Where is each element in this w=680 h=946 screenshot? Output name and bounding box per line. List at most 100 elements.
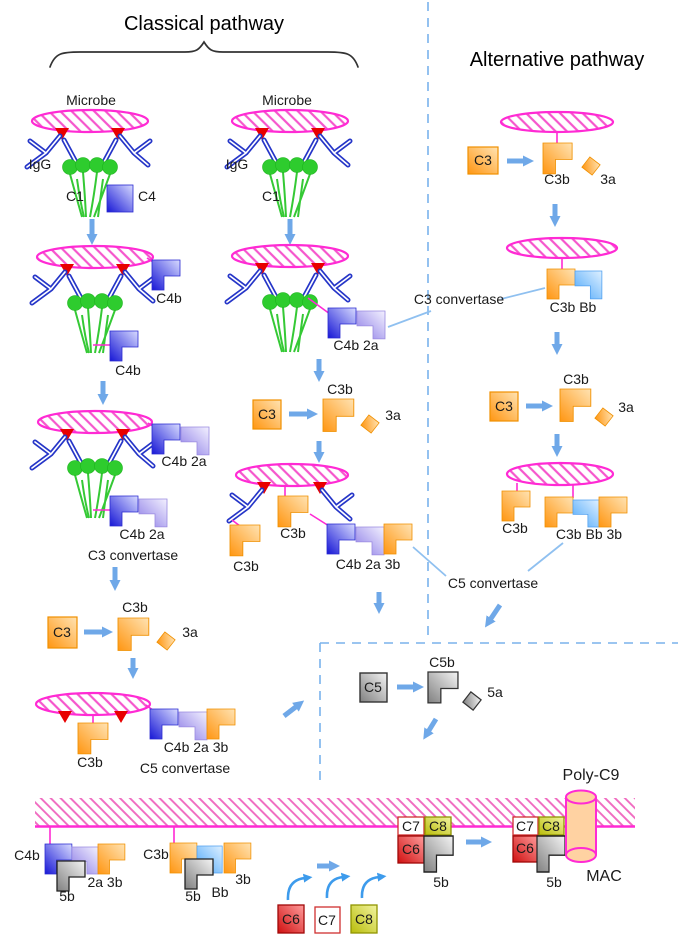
c7-label: C7 (516, 818, 534, 834)
alternative-pathway-title: Alternative pathway (470, 49, 645, 71)
c3-box-label: C3 (495, 398, 513, 414)
poly-c9-cylinder (565, 789, 597, 863)
pointer-line (527, 542, 564, 572)
c4-label: C4 (138, 188, 156, 204)
c3-box-label: C3 (474, 152, 492, 168)
c4b-flag (151, 423, 181, 455)
classical-left-stage2: C4b C4b (32, 244, 182, 405)
igg-c1-complex (227, 263, 350, 352)
c2a-flag (355, 526, 385, 556)
c3b-label: C3b (143, 846, 169, 862)
c6-label: C6 (402, 841, 420, 857)
c2a-flag (138, 498, 168, 528)
microbe-cell (35, 244, 155, 270)
c4b-label: C4b (156, 290, 182, 306)
c8-label: C8 (542, 818, 560, 834)
alternative-mac-precursor-complex: C3b 5b Bb 3b (143, 826, 252, 904)
classical-right-c5-convertase-stage: C3b C3b C4b 2a 3b (229, 462, 447, 614)
bb-flag (572, 499, 600, 528)
classical-right-c3-cleavage: C3b C3 3a (252, 381, 401, 463)
c4b-label: C4b (14, 847, 40, 863)
c3a-label: 3a (618, 399, 634, 415)
c3b-flag (77, 722, 109, 755)
down-left-arrow (423, 717, 439, 740)
c6-box (512, 835, 539, 863)
c3b-flag (223, 842, 252, 874)
c4b-flag (109, 495, 139, 527)
poly-c9-label: Poly-C9 (563, 767, 620, 784)
c7-label: C7 (318, 912, 336, 928)
bb-label: Bb (211, 884, 228, 900)
microbe-cell (234, 462, 350, 488)
c3-box (47, 616, 78, 649)
c3a-diamond (594, 407, 614, 427)
c3b-flag (97, 843, 126, 875)
pointer-line (412, 546, 447, 577)
c3-box (489, 391, 519, 422)
c2a-flag (180, 426, 210, 456)
c3b-flag (544, 496, 574, 528)
c5b-label: C5b (429, 654, 455, 670)
c3-box (252, 399, 282, 430)
c3-box (467, 146, 499, 175)
c6-box (397, 835, 425, 864)
c3b-flag (542, 142, 573, 175)
microbe-label: Microbe (66, 92, 116, 108)
igg-label: IgG (29, 156, 52, 172)
c2a-flag (356, 310, 386, 340)
mac-complex: C7 C8 C6 5b Poly-C9 MAC (512, 767, 622, 890)
curved-arrow (325, 872, 351, 899)
curved-arrow (286, 873, 313, 901)
c6-label: C6 (516, 840, 534, 856)
c3b-label: C3b (122, 599, 148, 615)
classical-left-c3-cleavage: C3b C3 3a (47, 599, 198, 679)
down-left-arrow (485, 603, 503, 628)
microbe-cell (230, 108, 350, 134)
classical-brace (49, 40, 359, 68)
connector (307, 297, 331, 315)
c4b2a3b-label: C4b 2a 3b (164, 739, 229, 755)
c3b-label: C3b (544, 171, 570, 187)
c8-box (538, 816, 565, 836)
c3a-label: 3a (385, 407, 401, 423)
c6-box (277, 904, 305, 934)
up-right-arrow (282, 700, 305, 718)
c3a-diamond (156, 631, 176, 651)
c4b2a3b-label: C4b 2a 3b (336, 556, 401, 572)
c4b-label: C4b (115, 362, 141, 378)
c4b-flag (327, 307, 357, 339)
c5b-fragment-label: 5b (546, 874, 562, 890)
x2a3b-label: 2a 3b (87, 874, 122, 890)
c8-label: C8 (429, 818, 447, 834)
c5-box (359, 672, 388, 703)
c5b-fragment-label: 5b (433, 874, 449, 890)
c5b-fragment-label: 5b (59, 888, 75, 904)
x3b-label: 3b (235, 871, 251, 887)
microbe-cell (34, 691, 152, 717)
c7-box (512, 816, 539, 836)
c3bbb3b-label: C3b Bb 3b (556, 526, 622, 542)
c3b-label: C3b (502, 520, 528, 536)
alternative-c3-convertase-stage: C3b Bb (505, 236, 619, 355)
c4b-flag (149, 708, 179, 740)
c7-box (397, 816, 425, 836)
c1-label: C1 (66, 188, 84, 204)
microbe-cell (30, 108, 150, 134)
bb-flag (574, 270, 603, 300)
c3b-flag (598, 496, 628, 528)
connector (309, 513, 330, 527)
c3b-flag (501, 490, 531, 522)
c3a-diamond (360, 414, 380, 434)
classical-mac-precursor-complex: C4b 2a 3b 5b (14, 826, 126, 904)
c3b-flag (206, 708, 236, 740)
c5b-fragment-label: 5b (185, 888, 201, 904)
classical-right-stage1: Microbe IgG C1 (226, 92, 350, 245)
c5-convertase-label: C5 convertase (448, 575, 538, 591)
c4b-flag (326, 523, 356, 555)
c5-box-label: C5 (364, 679, 382, 695)
c3-box-label: C3 (53, 624, 71, 640)
microbe-cell (505, 461, 615, 487)
c5-convertase-label: C5 convertase (140, 760, 230, 776)
c5b678-complex: C7 C8 C6 5b (397, 816, 492, 890)
